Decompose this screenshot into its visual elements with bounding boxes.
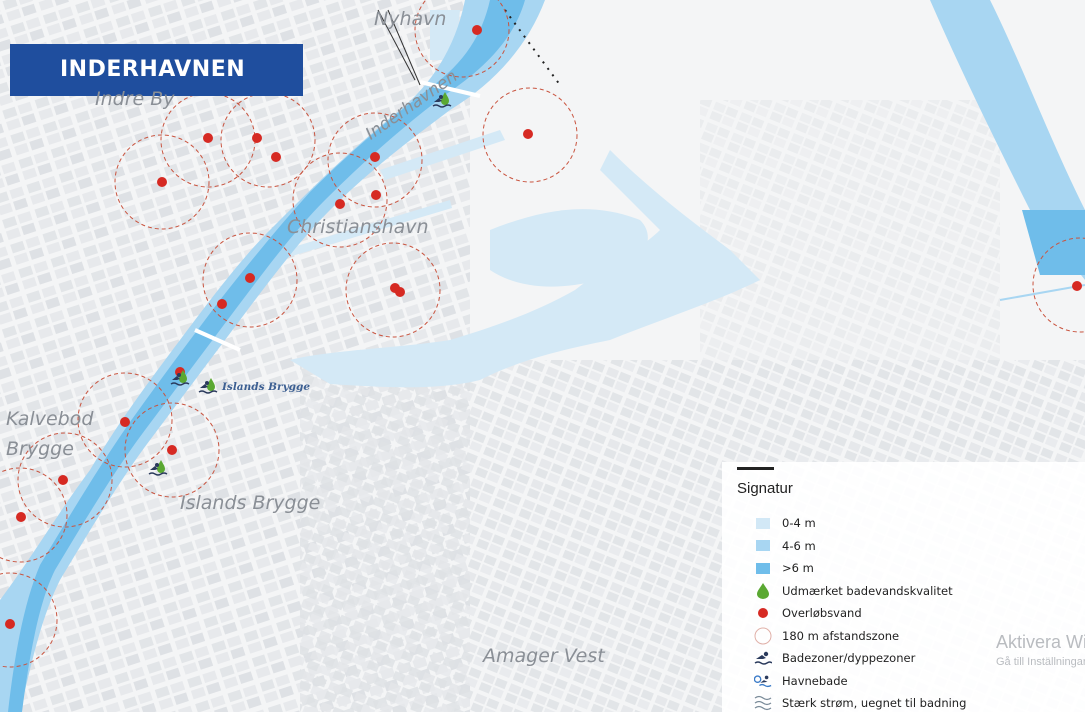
zone-circle [327, 112, 423, 208]
label-christianshavn: Christianshavn [287, 216, 429, 238]
bridge-north [419, 80, 481, 98]
overflow-point [58, 475, 68, 485]
legend-label: 0-4 m [782, 516, 816, 531]
map-legend: Signatur 0-4 m 4-6 m >6 m Udmærket badev… [722, 462, 1062, 712]
legend-item-overflow: Overløbsvand [754, 602, 966, 625]
label-indre-by: Indre By [95, 88, 175, 110]
zone-circle [1032, 237, 1085, 333]
legend-title: Signatur [737, 480, 793, 497]
overflow-point [472, 25, 482, 35]
overflow-point [1072, 281, 1082, 291]
legend-label: Overløbsvand [782, 606, 862, 621]
legend-label: Stærk strøm, uegnet til badning [782, 696, 967, 711]
legend-item-quality: Udmærket badevandskvalitet [754, 580, 966, 603]
harbor-bath-icon [754, 673, 772, 689]
canal-christianshavn [380, 130, 505, 180]
overflow-point [523, 129, 533, 139]
map-title: INDERHAVNEN [60, 57, 246, 82]
red-dot-icon [754, 605, 772, 621]
overflow-point [157, 177, 167, 187]
legend-backdrop [722, 462, 1085, 712]
overflow-point [335, 199, 345, 209]
bathing-zone-marker [148, 460, 168, 476]
overflow-point [5, 619, 15, 629]
legend-label: Havnebade [782, 673, 848, 688]
zone-circle [414, 0, 510, 78]
main-harbor-channel [0, 0, 545, 712]
legend-item-depth-4-6: 4-6 m [754, 535, 966, 558]
label-amager-vest: Amager Vest [483, 645, 605, 667]
legend-item-depth-6plus: >6 m [754, 557, 966, 580]
christianshavn-moat [290, 150, 760, 388]
overflow-point [203, 133, 213, 143]
swatch-light-blue-icon [754, 515, 772, 531]
overflow-points [5, 25, 1082, 629]
harbor-bath-label: Islands Brygge [222, 381, 311, 393]
map-title-banner: INDERHAVNEN [10, 44, 303, 96]
zone-circle [0, 572, 58, 668]
east-leader [999, 284, 1085, 301]
overflow-point [167, 445, 177, 455]
legend-item-harbor-bath: Havnebade [754, 670, 966, 693]
swimmer-icon [754, 650, 772, 666]
zone-circle [220, 92, 316, 188]
bathing-zones [148, 92, 452, 476]
strong-current-icon [754, 695, 772, 711]
overflow-point [217, 299, 227, 309]
overflow-point [16, 512, 26, 522]
zone-circle [17, 432, 113, 528]
overflow-point [245, 273, 255, 283]
legend-rule [737, 467, 774, 470]
legend-item-current: Stærk strøm, uegnet til badning [754, 692, 966, 712]
legend-items: 0-4 m 4-6 m >6 m Udmærket badevandskvali… [754, 512, 966, 712]
zone-circle [0, 467, 68, 563]
overflow-point [252, 133, 262, 143]
zone-circle [292, 152, 388, 248]
canal-inner [250, 200, 452, 268]
city-blocks-east [700, 100, 1000, 360]
legend-item-zone: 180 m afstandszone [754, 625, 966, 648]
deep-channel [8, 0, 525, 712]
leader-line-2 [387, 9, 421, 86]
east-deep-basin [1022, 210, 1085, 275]
legend-label: 180 m afstandszone [782, 628, 900, 643]
lagoon [490, 209, 648, 287]
bridge-langebro [194, 328, 241, 352]
swatch-dark-blue-icon [754, 560, 772, 576]
overflow-point [271, 152, 281, 162]
windows-activation-watermark: Aktivera Windows Gå till Inställningar f… [996, 632, 1085, 668]
bathing-zone-marker [170, 370, 190, 386]
zone-circle [124, 402, 220, 498]
legend-label: Udmærket badevandskvalitet [782, 583, 953, 598]
zone-circle [114, 134, 210, 230]
watermark-title: Aktivera Windows [996, 632, 1085, 652]
zone-circle [345, 242, 441, 338]
label-islands-brygge: Islands Brygge [180, 492, 321, 514]
overflow-point [395, 287, 405, 297]
leader-line-1 [377, 9, 416, 81]
overflow-point [120, 417, 130, 427]
overflow-point [370, 152, 380, 162]
legend-label: 4-6 m [782, 538, 816, 553]
label-nyhavn: Nyhavn [374, 8, 447, 30]
watermark-subtitle: Gå till Inställningar för att aktivera W… [996, 656, 1085, 668]
zone-circle [77, 372, 173, 468]
legend-label: >6 m [782, 561, 814, 576]
legend-item-bathing: Badezoner/dyppezoner [754, 647, 966, 670]
zone-circle [202, 232, 298, 328]
green-drop-icon [754, 582, 772, 599]
zone-circle [482, 87, 578, 183]
bathing-zone-marker [198, 378, 218, 394]
ring-icon [754, 627, 772, 645]
label-kalvebod-brygge: Kalvebod Brygge [6, 408, 94, 460]
legend-label: Badezoner/dyppezoner [782, 651, 916, 666]
legend-item-depth-0-4: 0-4 m [754, 512, 966, 535]
bathing-zone-marker [432, 92, 452, 108]
swatch-medium-blue-icon [754, 538, 772, 554]
overflow-point [371, 190, 381, 200]
